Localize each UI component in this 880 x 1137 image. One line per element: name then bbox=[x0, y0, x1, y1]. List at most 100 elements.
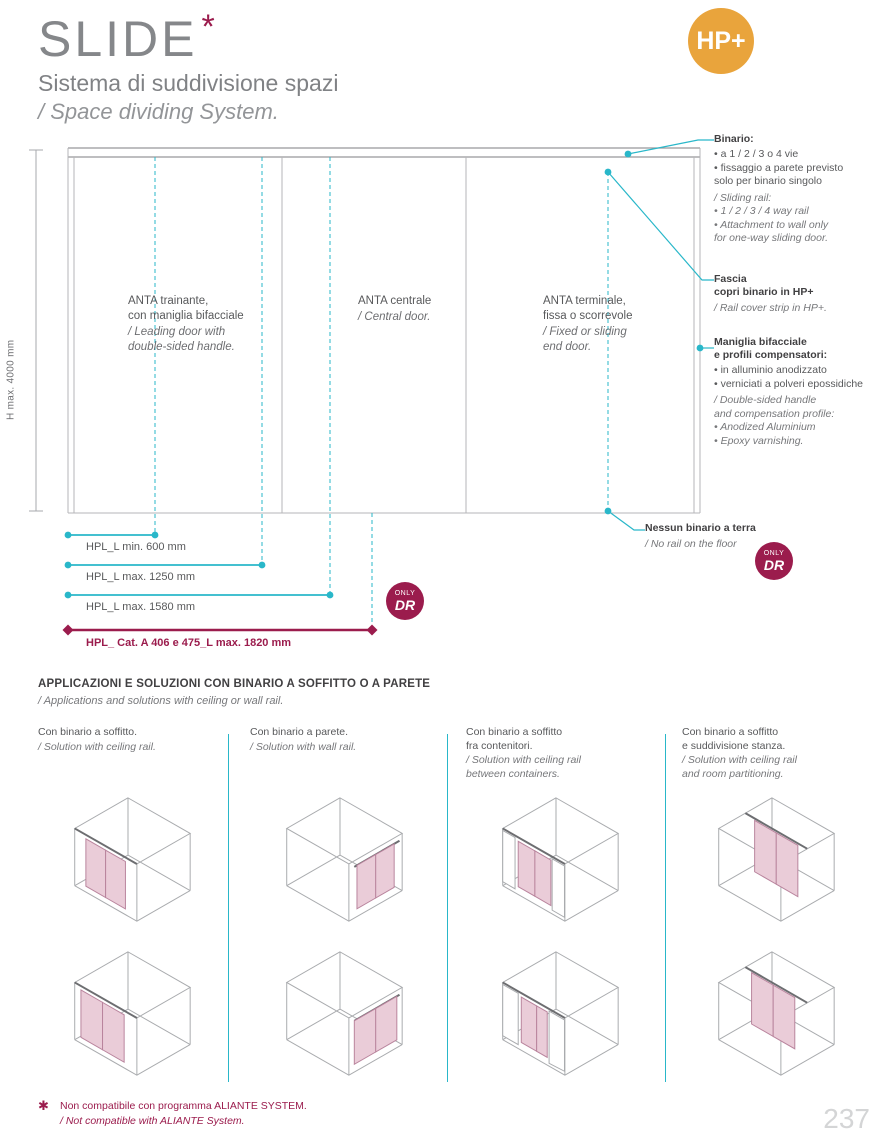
ceiling-rail bbox=[744, 966, 808, 1004]
partition-door bbox=[775, 832, 799, 898]
ceiling-rail bbox=[744, 812, 808, 850]
sliding-door bbox=[353, 1007, 377, 1066]
sliding-door bbox=[102, 1001, 125, 1064]
badge-text-only: ONLY bbox=[763, 550, 785, 557]
annotation-title: Maniglia bifacciale e profili compensato… bbox=[714, 336, 828, 361]
page-number: 237 bbox=[823, 1103, 870, 1134]
partition-door bbox=[772, 984, 796, 1050]
annotation-text-english: / Double-sided handle and compensation p… bbox=[714, 394, 835, 447]
iso-illustration-ceiling-rail-bottom bbox=[73, 951, 192, 1076]
dimension-end-diamonds bbox=[62, 624, 378, 636]
hp-plus-badge: HP+ bbox=[688, 8, 754, 74]
room-wireframe bbox=[285, 951, 404, 1076]
caption-english: / Solution with ceiling rail and room pa… bbox=[682, 754, 797, 780]
annotation-rail-cover: Fascia copri binario in HP+ / Rail cover… bbox=[714, 273, 876, 316]
column-caption: Con binario a soffitto e suddivisione st… bbox=[672, 726, 874, 784]
annotation-title: Nessun binario a terra bbox=[645, 522, 756, 534]
iso-illustration-partition-bottom bbox=[717, 951, 836, 1076]
applications-subheading: / Applications and solutions with ceilin… bbox=[38, 695, 284, 707]
height-dimension-label: H max. 4000 mm bbox=[5, 339, 17, 420]
ceiling-rail bbox=[74, 981, 138, 1019]
caption-italian: Con binario a soffitto fra contenitori. bbox=[466, 726, 563, 752]
dimension-end-dots bbox=[64, 150, 704, 599]
sliding-door bbox=[517, 840, 536, 898]
sliding-door bbox=[356, 853, 377, 910]
caption-english: / Solution with ceiling rail. bbox=[38, 740, 156, 753]
container-cabinet bbox=[502, 829, 516, 890]
application-column-wall-rail: Con binario a parete. / Solution with wa… bbox=[240, 726, 442, 1090]
caption-italian: Con binario a soffitto. bbox=[38, 726, 138, 738]
application-column-ceiling-rail: Con binario a soffitto. / Solution with … bbox=[28, 726, 230, 1090]
ceiling-rail bbox=[502, 981, 566, 1019]
sliding-rail-lines bbox=[68, 147, 700, 158]
sliding-door bbox=[520, 996, 538, 1053]
caption-english: / Solution with wall rail. bbox=[250, 740, 357, 753]
annotation-text-english: / No rail on the floor bbox=[645, 538, 737, 550]
container-cabinet bbox=[548, 1010, 565, 1073]
applications-heading: APPLICAZIONI E SOLUZIONI CON BINARIO A S… bbox=[38, 678, 431, 690]
width-dimension-lines bbox=[68, 534, 330, 596]
panel-label-italian: ANTA trainante, con maniglia bifacciale bbox=[128, 295, 244, 322]
iso-illustration-wall-rail-top bbox=[285, 797, 404, 922]
panel-label-english: / Central door. bbox=[358, 311, 431, 323]
badge-text-dr: DR bbox=[763, 557, 785, 573]
panel-label-central-door: ANTA centrale / Central door. bbox=[358, 294, 488, 325]
only-dr-badge: ONLY DR bbox=[379, 582, 424, 625]
annotation-title: Fascia copri binario in HP+ bbox=[714, 273, 814, 298]
panel-label-leading-door: ANTA trainante, con maniglia bifacciale … bbox=[128, 294, 278, 355]
caption-italian: Con binario a parete. bbox=[250, 726, 349, 738]
sliding-door bbox=[80, 989, 104, 1051]
iso-illustration-containers-bottom bbox=[501, 951, 620, 1076]
badge-text-only: ONLY bbox=[394, 590, 416, 597]
iso-illustration-wall-rail-bottom bbox=[285, 951, 404, 1076]
annotation-handle-profiles: Maniglia bifacciale e profili compensato… bbox=[714, 336, 876, 448]
guide-dashed-lines bbox=[154, 157, 609, 627]
annotation-no-floor-rail: Nessun binario a terra / No rail on the … bbox=[645, 522, 785, 552]
sliding-door bbox=[375, 995, 398, 1053]
column-divider bbox=[665, 734, 666, 1082]
annotation-title: Binario: bbox=[714, 133, 754, 145]
panel-label-italian: ANTA centrale bbox=[358, 295, 432, 307]
container-cabinet bbox=[502, 983, 519, 1046]
subtitle-english: / Space dividing System. bbox=[38, 99, 279, 124]
column-divider bbox=[228, 734, 229, 1082]
title-asterisk: * bbox=[201, 8, 218, 46]
product-name: SLIDE bbox=[38, 11, 198, 67]
column-caption: Con binario a parete. / Solution with wa… bbox=[240, 726, 442, 784]
page-title: SLIDE* bbox=[38, 8, 218, 68]
dimension-label-cat-a-1820: HPL_ Cat. A 406 e 475_L max. 1820 mm bbox=[86, 637, 292, 649]
column-caption: Con binario a soffitto. / Solution with … bbox=[28, 726, 230, 784]
container-cabinet bbox=[551, 857, 565, 919]
annotation-text-italian: • in alluminio anodizzato • verniciati a… bbox=[714, 364, 863, 390]
technical-diagram: H max. 4000 mm ANTA trainante, con manig… bbox=[0, 130, 880, 670]
panel-label-english: / Leading door with double-sided handle. bbox=[128, 326, 235, 353]
annotation-rail: Binario: • a 1 / 2 / 3 o 4 vie • fissagg… bbox=[714, 133, 876, 246]
iso-illustration-ceiling-rail-top bbox=[73, 797, 192, 922]
sliding-door bbox=[105, 849, 126, 910]
application-column-room-partition: Con binario a soffitto e suddivisione st… bbox=[672, 726, 874, 1090]
badge-text-dr: DR bbox=[394, 597, 416, 613]
panel-label-english: / Fixed or sliding end door. bbox=[543, 326, 627, 353]
dimension-label-max-1250: HPL_L max. 1250 mm bbox=[86, 571, 196, 583]
column-divider bbox=[447, 734, 448, 1082]
panel-label-end-door: ANTA terminale, fissa o scorrevole / Fix… bbox=[543, 294, 683, 355]
annotation-text-italian: • a 1 / 2 / 3 o 4 vie • fissaggio a pare… bbox=[714, 148, 844, 187]
sliding-door bbox=[534, 849, 552, 907]
footnote-italian: Non compatibile con programma ALIANTE SY… bbox=[60, 1100, 307, 1112]
sliding-door bbox=[85, 837, 107, 899]
footnote-english: / Not compatible with ALIANTE System. bbox=[60, 1115, 245, 1127]
annotation-connector-lines bbox=[607, 139, 714, 531]
column-caption: Con binario a soffitto fra contenitori. … bbox=[456, 726, 658, 784]
footnote-asterisk: ✱ bbox=[38, 1098, 49, 1113]
height-dimension-line bbox=[29, 149, 43, 512]
annotation-text-english: / Sliding rail: • 1 / 2 / 3 / 4 way rail… bbox=[714, 191, 829, 245]
sliding-door bbox=[536, 1005, 548, 1059]
application-column-between-containers: Con binario a soffitto fra contenitori. … bbox=[456, 726, 658, 1090]
only-dr-badge: ONLY DR bbox=[748, 542, 793, 585]
caption-english: / Solution with ceiling rail between con… bbox=[466, 754, 581, 780]
iso-illustration-containers-top bbox=[501, 797, 620, 922]
subtitle-italian: Sistema di suddivisione spazi bbox=[38, 70, 339, 96]
door-structure-lines bbox=[67, 148, 701, 514]
ceiling-rail bbox=[74, 827, 138, 865]
